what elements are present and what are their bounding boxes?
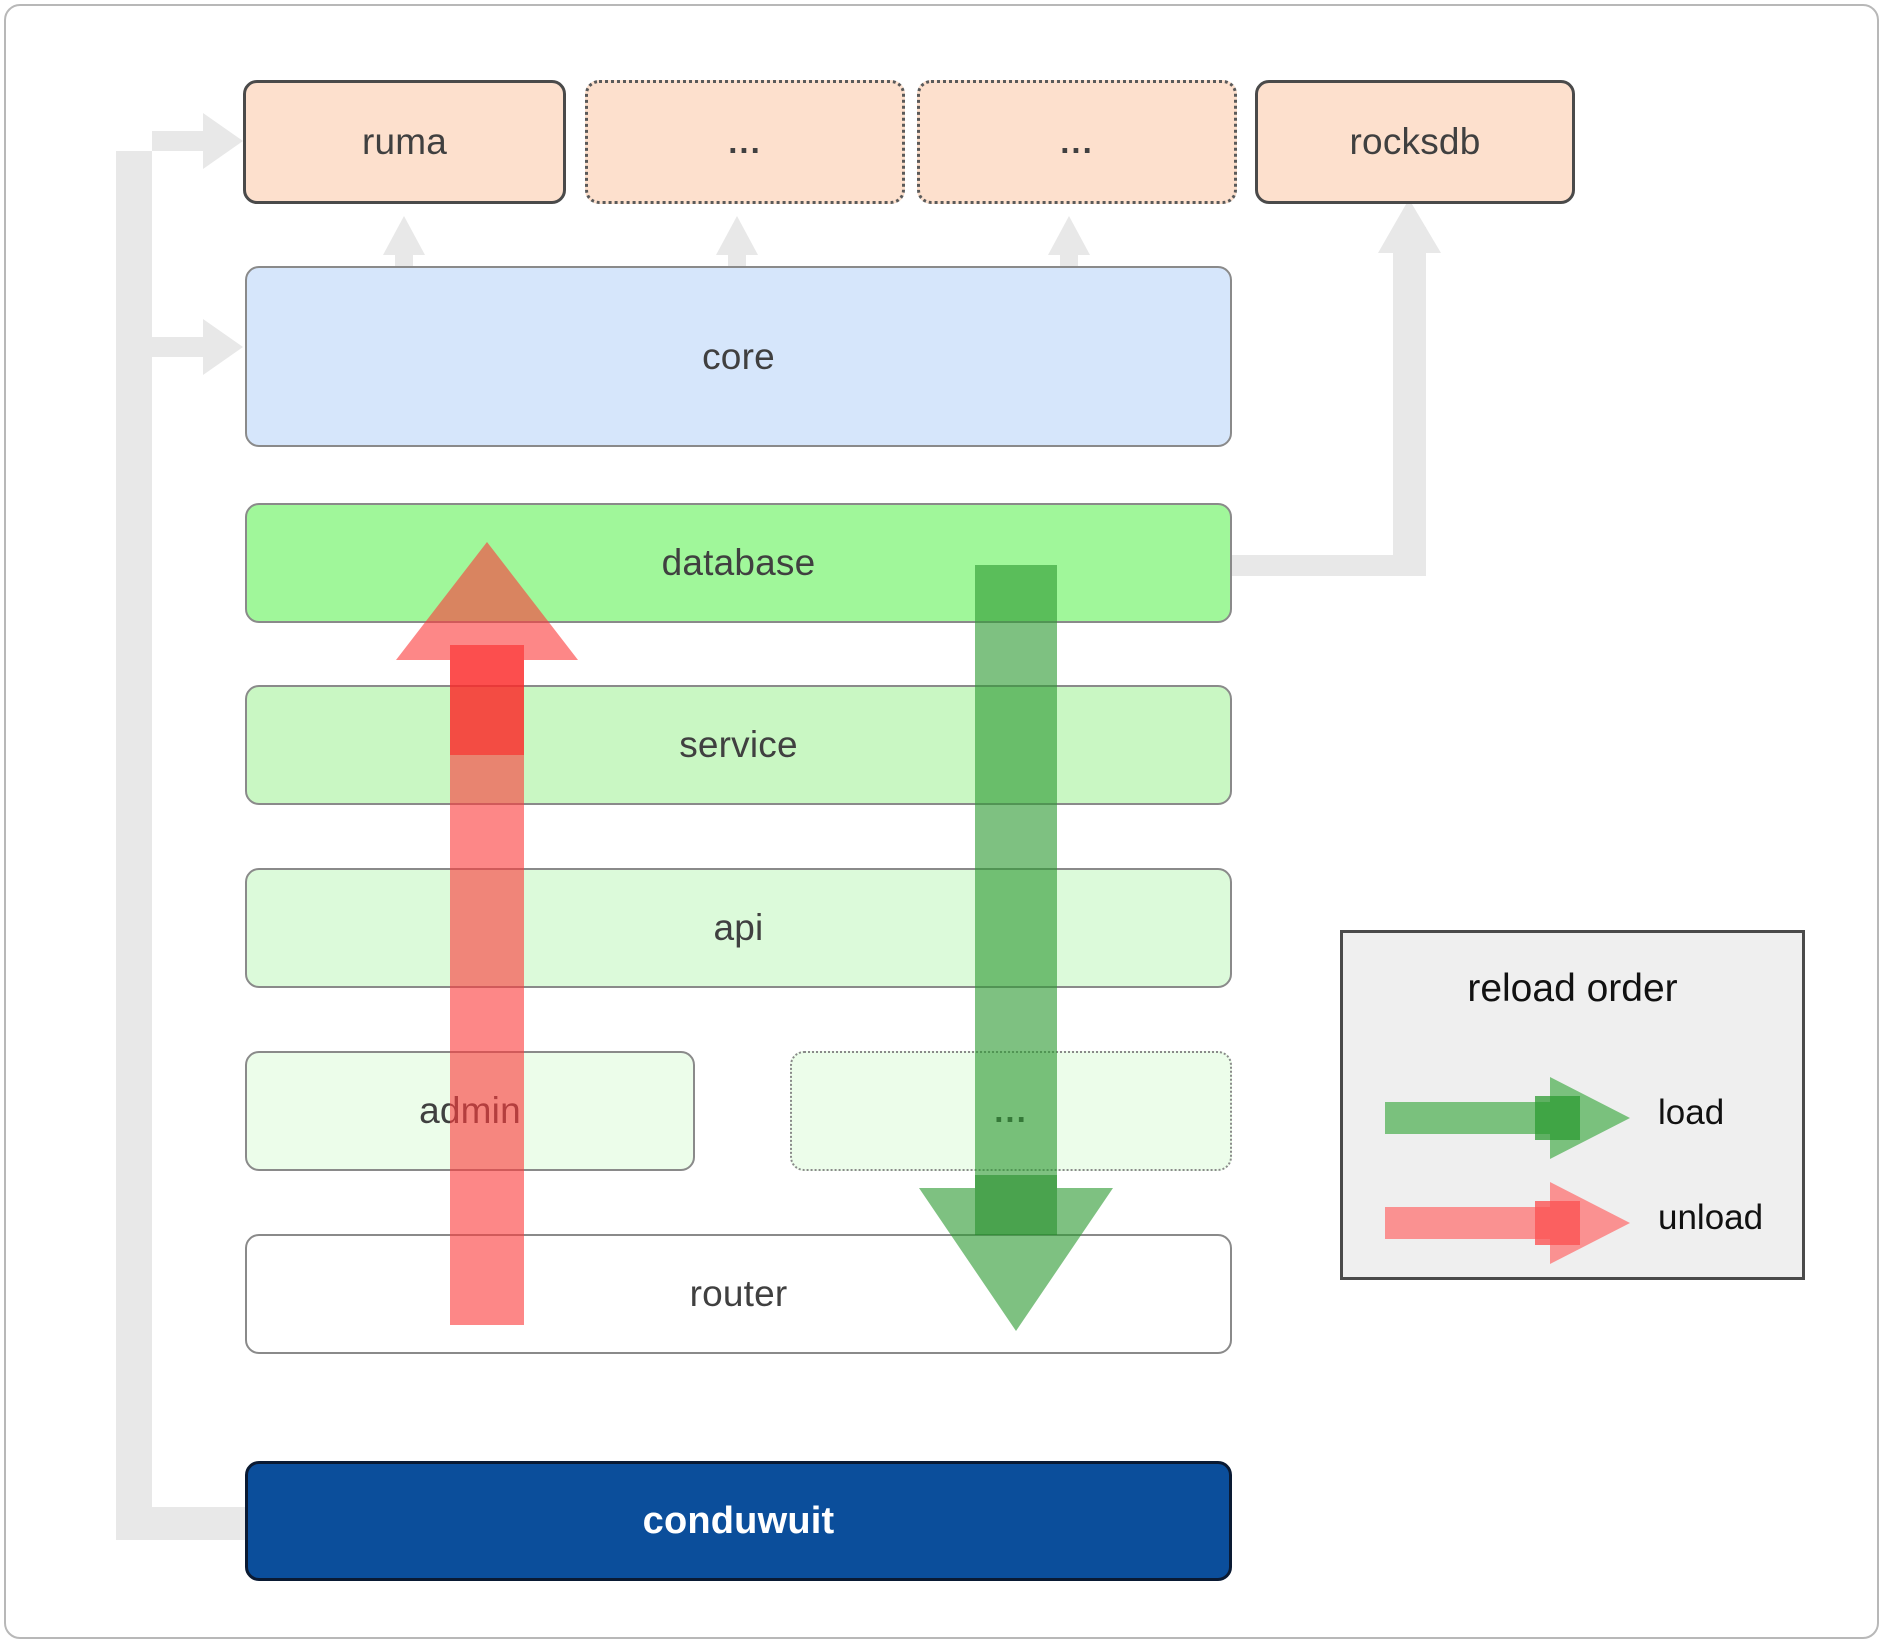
node-dep-3[interactable]: ... (917, 80, 1237, 204)
arrow-core-to-ruma (383, 216, 425, 276)
node-router-label: router (689, 1273, 788, 1314)
arrow-to-ruma (152, 113, 243, 169)
left-bus-vertical (116, 151, 152, 1522)
legend-load-label: load (1658, 1093, 1725, 1132)
unload-arrow-core (450, 645, 524, 755)
legend-load-arrow (1385, 1077, 1630, 1159)
load-arrow-core (975, 1175, 1057, 1235)
arrow-core-to-dep3 (1048, 216, 1090, 276)
arrow-to-core (152, 319, 243, 375)
node-api[interactable]: api (245, 868, 1232, 988)
arrow-to-rocksdb (1378, 199, 1441, 276)
node-rocksdb[interactable]: rocksdb (1255, 80, 1575, 204)
node-service-label: service (679, 724, 798, 765)
node-service[interactable]: service (245, 685, 1232, 805)
node-rocksdb-label: rocksdb (1349, 121, 1481, 162)
node-core-label: core (702, 335, 775, 377)
legend-panel: reload order load unload (1340, 930, 1805, 1280)
node-api-label: api (713, 907, 764, 948)
node-dep-2[interactable]: ... (585, 80, 905, 204)
right-bus-vertical (1393, 227, 1426, 576)
legend-unload-label: unload (1658, 1198, 1764, 1237)
load-arrow (919, 565, 1113, 1331)
node-core[interactable]: core (245, 266, 1232, 447)
right-bus-horizontal (1229, 555, 1410, 576)
legend-unload-arrow (1385, 1182, 1630, 1264)
node-ruma-label: ruma (361, 121, 448, 162)
node-database[interactable]: database (245, 503, 1232, 623)
legend-title: reload order (1467, 967, 1678, 1010)
left-bus-to-conduwuit (116, 1507, 248, 1540)
unload-arrow (396, 542, 578, 1325)
node-conduwuit-label: conduwuit (642, 1499, 835, 1542)
node-dep-2-label: ... (728, 123, 762, 160)
arrow-core-to-dep2 (716, 216, 758, 276)
node-conduwuit[interactable]: conduwuit (245, 1461, 1232, 1581)
node-ruma[interactable]: ruma (243, 80, 566, 204)
node-dep-3-label: ... (1060, 123, 1094, 160)
node-database-label: database (661, 542, 816, 583)
